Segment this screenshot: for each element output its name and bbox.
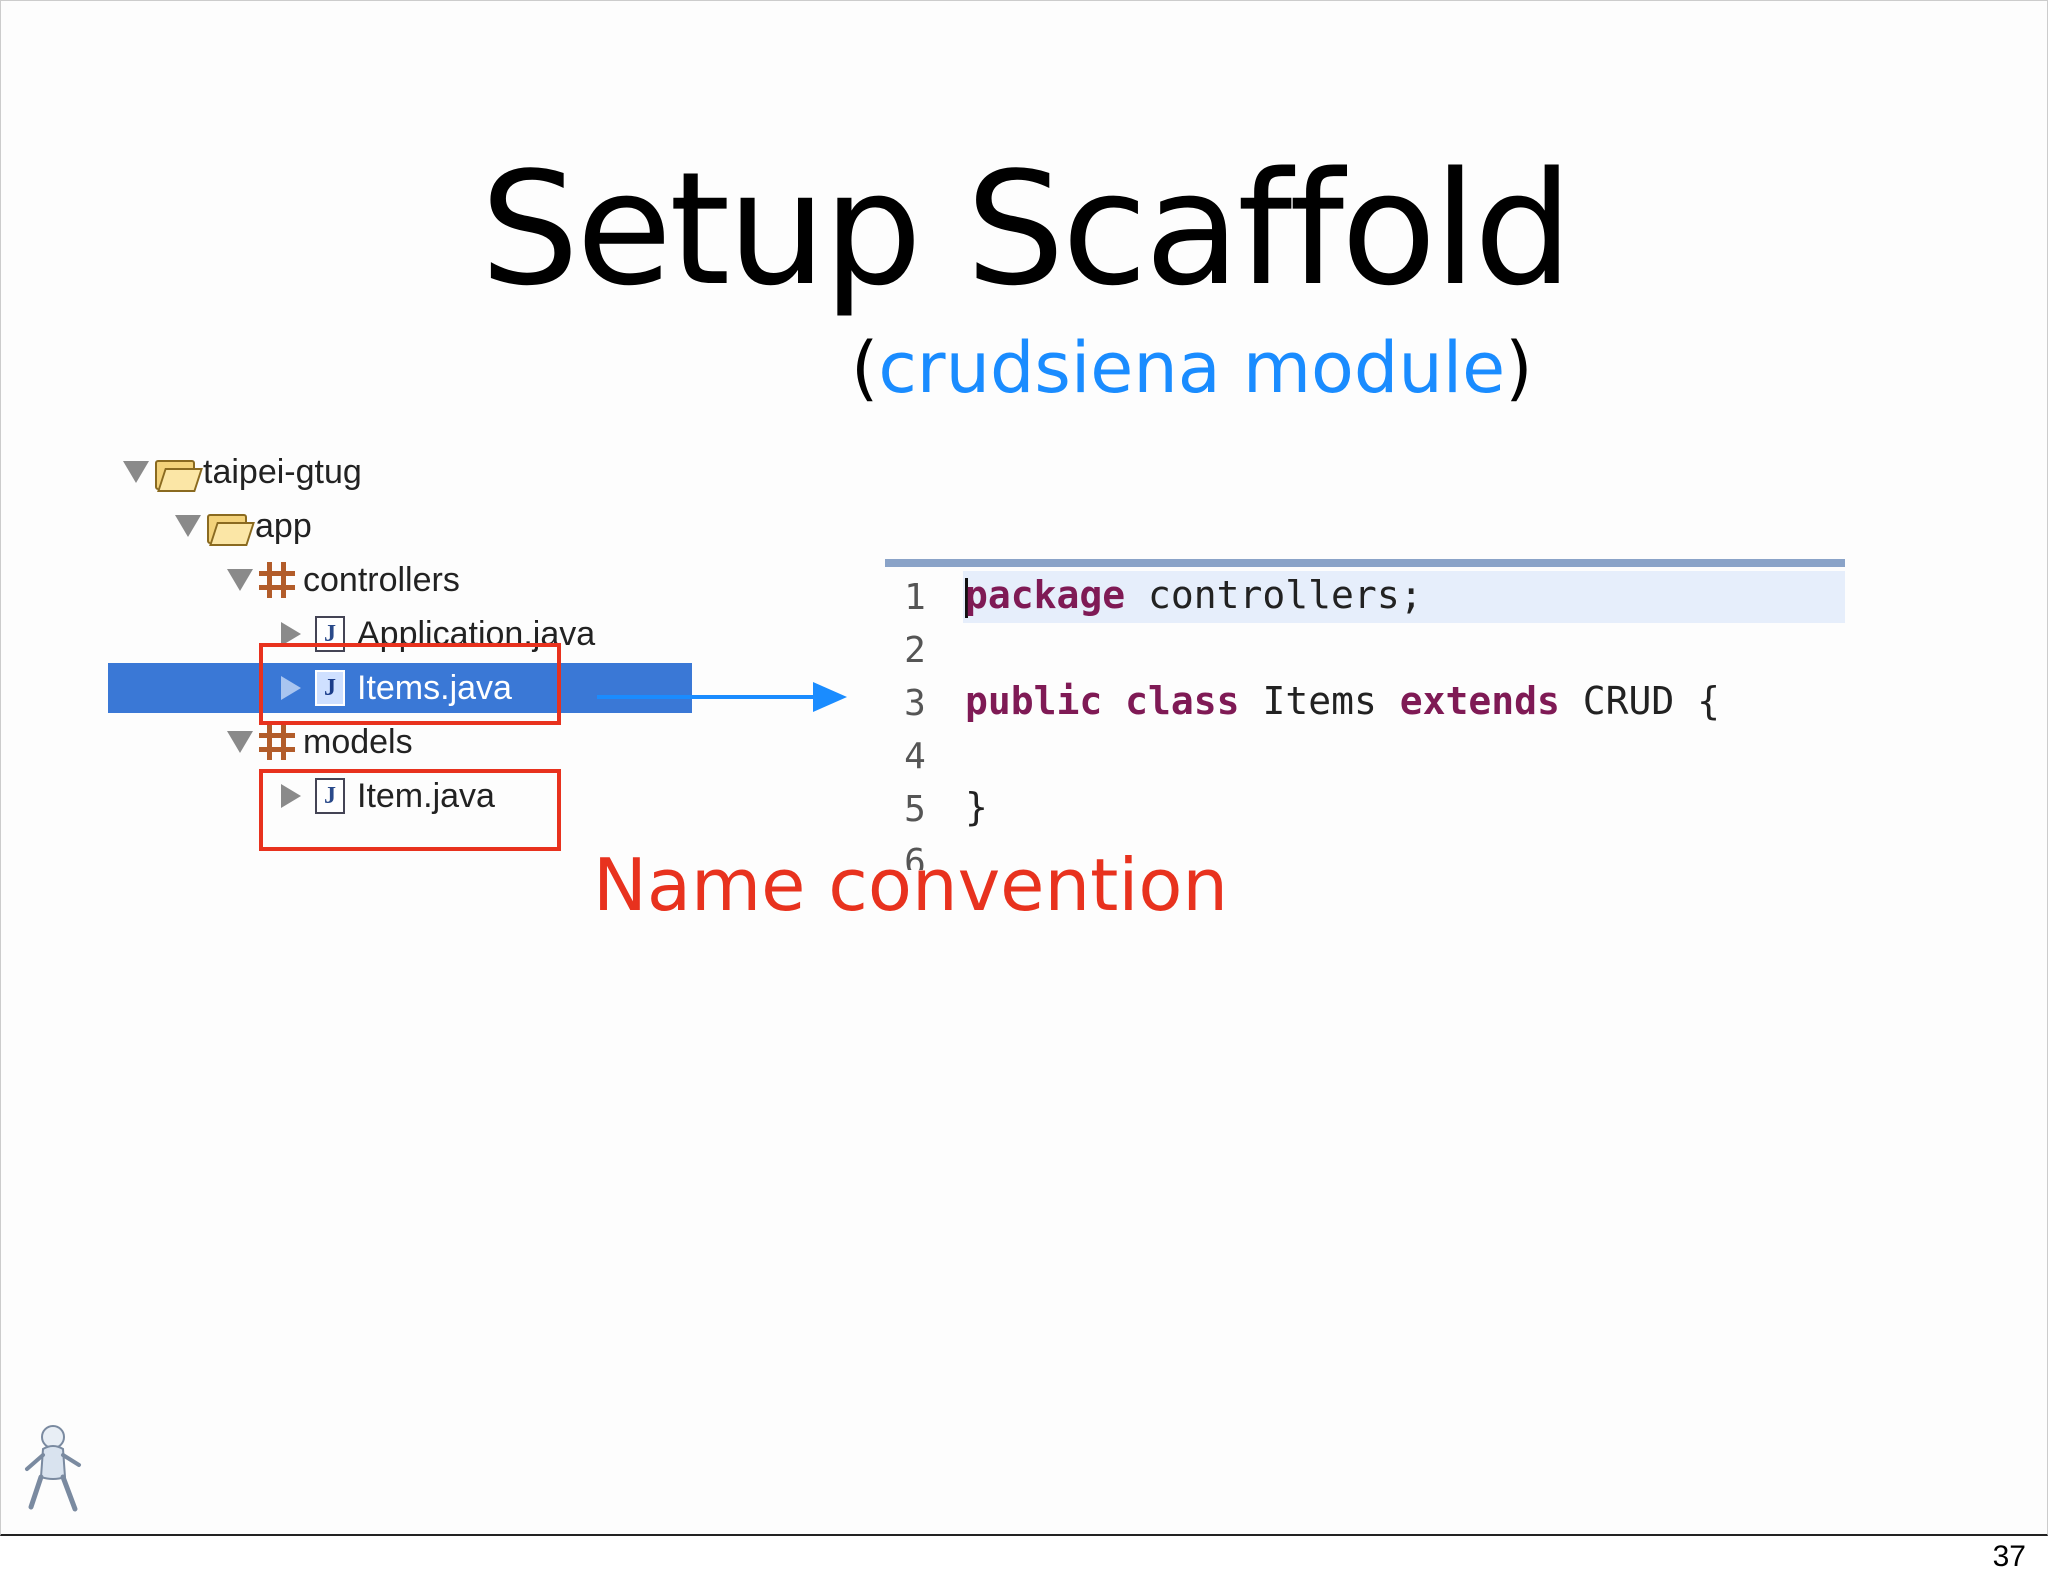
expand-triangle-icon[interactable] [123,461,149,483]
tree-item-label: taipei-gtug [203,452,362,491]
line-number: 1 [904,577,926,618]
mascot-logo-icon [25,1425,81,1512]
tree-item-label: models [303,722,413,761]
line-number: 6 [904,842,926,870]
code-line-5: } [965,785,988,829]
tree-item-label: app [255,506,312,545]
current-line-highlight [963,571,1845,623]
tree-item-item-java[interactable]: J Item.java [281,769,495,823]
subtitle-close-paren: ) [1505,327,1533,409]
expand-triangle-icon[interactable] [227,569,253,591]
keyword: public [965,679,1103,723]
subtitle-module-name: crudsiena module [878,327,1506,409]
collapse-triangle-icon[interactable] [281,784,301,808]
subtitle-open-paren: ( [851,327,879,409]
tree-item-app[interactable]: app [175,499,312,553]
name-convention-note: Name convention [593,843,1229,927]
collapse-triangle-icon[interactable] [281,676,301,700]
line-number: 2 [904,630,926,671]
expand-triangle-icon[interactable] [227,731,253,753]
keyword: package [965,573,1126,617]
arrow-head-icon [813,682,847,712]
keyword: extends [1399,679,1560,723]
code-line-3: public class Items extends CRUD { [965,679,1720,723]
highlight-box-items-java [259,643,561,725]
slide-title: Setup Scaffold [480,138,1573,320]
line-number: 5 [904,789,926,830]
arrow-shaft [597,695,817,699]
editor-top-border [885,559,1845,567]
tree-item-items-java[interactable]: J Items.java [281,661,512,715]
line-number: 4 [904,736,926,777]
tree-item-label: Items.java [357,668,512,707]
tree-item-root[interactable]: taipei-gtug [123,445,362,499]
slide-subtitle: (crudsiena module) [851,333,1533,403]
source-folder-icon [207,510,255,546]
class-name: Items [1262,679,1377,723]
code-line-1: package controllers; [965,573,1423,618]
expand-triangle-icon[interactable] [175,515,201,537]
tree-selection-highlight [108,663,692,713]
tree-item-models[interactable]: models [227,715,413,769]
keyword: class [1125,679,1240,723]
project-folder-icon [155,456,203,492]
text-cursor [965,577,968,618]
line-number: 3 [904,683,926,724]
collapse-triangle-icon[interactable] [281,622,301,646]
java-file-icon: J [315,778,345,814]
tree-item-controllers[interactable]: controllers [227,553,460,607]
tree-item-label: controllers [303,560,460,599]
tree-item-label: Item.java [357,776,495,815]
java-file-icon: J [315,670,345,706]
page-number: 37 [1992,1540,2026,1573]
slide: Setup Scaffold (crudsiena module) taipei… [0,0,2048,1536]
highlight-box-item-java [259,769,561,851]
code-editor[interactable]: 1 2 3 4 5 6 package controllers; public … [885,559,1845,877]
code-text: CRUD { [1582,679,1721,723]
package-icon [259,562,295,598]
code-text: controllers; [1125,573,1423,617]
package-icon [259,724,295,760]
